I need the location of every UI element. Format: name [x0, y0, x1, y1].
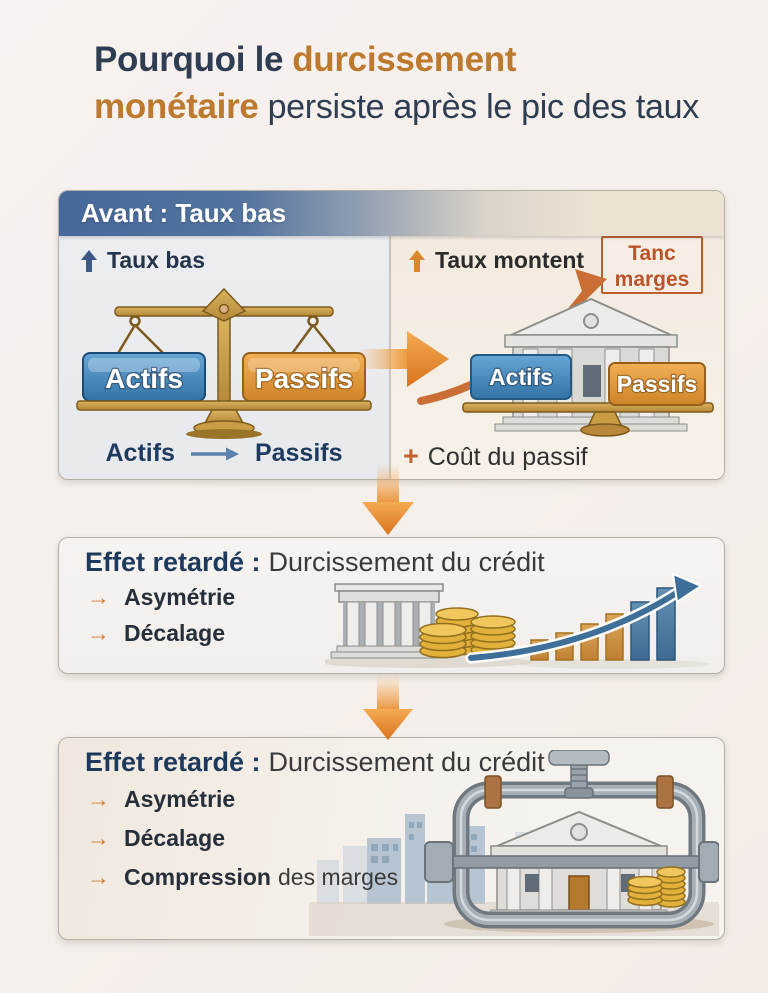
bullet-item: → Décalage — [87, 825, 398, 852]
bullet-label-rest: des marges — [277, 864, 399, 890]
clamp-pad — [424, 841, 454, 883]
growth-arrow-icon — [465, 572, 704, 664]
bullet-label: Asymétrie — [124, 786, 236, 812]
clamp-strap — [656, 775, 674, 809]
clamp-screw — [548, 750, 610, 799]
bullet-list: → Asymétrie → Décalage — [87, 584, 235, 656]
bullet-arrow-icon: → — [87, 584, 110, 610]
taux-montent-label: Taux montent — [435, 247, 585, 273]
flow-arrow-down-icon — [362, 464, 414, 535]
panel-avant: Taux bas Actifs Passifs — [58, 190, 725, 480]
bullet-item: → Asymétrie — [87, 584, 235, 611]
cout-passif-caption: + Coût du passif — [403, 441, 588, 472]
bank-clamp-illustration — [309, 750, 719, 936]
right-arrow-icon — [190, 447, 239, 460]
panel-avant-header: Avant : Taux bas — [59, 191, 724, 236]
clamp-strap — [484, 775, 502, 809]
bullet-label: Décalage — [124, 620, 226, 646]
plus-sign: + — [403, 441, 419, 471]
bank-scale-illustration: Actifs Passifs — [417, 269, 714, 437]
callout-line-1: Tanc — [628, 242, 676, 265]
actifs-box-label: Actifs — [105, 363, 183, 394]
coin-stacks — [627, 866, 686, 908]
bullet-arrow-icon: → — [87, 825, 110, 851]
panel-title-rest: Durcissement du crédit — [268, 747, 545, 777]
clamp-bar — [436, 855, 719, 869]
caption-passifs: Passifs — [254, 439, 343, 467]
bullet-arrow-icon: → — [87, 620, 110, 646]
caption-actifs: Actifs — [105, 439, 175, 467]
bullet-item: → Asymétrie — [87, 786, 398, 813]
actifs-passifs-caption: Actifs Passifs — [59, 439, 389, 468]
panel-title-bold: Effet retardé : — [85, 547, 261, 577]
panel-title: Effet retardé :Durcissement du crédit — [85, 547, 545, 578]
panel-title: Effet retardé :Durcissement du crédit — [85, 747, 545, 778]
taux-bas-row: Taux bas — [81, 247, 205, 274]
bank-building — [330, 583, 448, 659]
flow-arrow-right-icon — [357, 331, 449, 387]
bullet-item: → Décalage — [87, 620, 235, 647]
coin-stacks — [419, 607, 516, 659]
flow-arrow-down-icon — [363, 675, 413, 740]
arrow-up-icon — [81, 249, 97, 272]
bullet-arrow-icon: → — [87, 786, 110, 812]
balance-scale-illustration: Actifs Passifs — [76, 287, 372, 439]
clamp-pad — [698, 841, 719, 883]
actifs-box — [470, 354, 572, 400]
bank-coins-chart-illustration — [325, 572, 710, 669]
actifs-box-label: Actifs — [489, 364, 553, 390]
bullet-arrow-icon: → — [87, 864, 110, 890]
marges-callout: Tanc marges — [601, 236, 703, 294]
panel-avant-header-label: Avant : Taux bas — [81, 198, 287, 228]
title-accent-1: durcissement — [292, 40, 517, 79]
cout-passif-label: Coût du passif — [427, 443, 588, 471]
title-dark-2: persiste après le pic des taux — [267, 88, 700, 126]
avant-left-column: Taux bas Actifs Passifs — [59, 191, 389, 479]
bullet-label: Décalage — [124, 825, 226, 851]
panel-effet-credit-2: Effet retardé :Durcissement du crédit → A… — [58, 737, 725, 940]
taux-montent-row: Taux montent — [409, 247, 584, 274]
bullet-label: Compression — [124, 864, 271, 890]
title-dark-1: Pourquoi le — [94, 40, 284, 79]
title-accent-2: monétaire — [94, 87, 259, 126]
panel-effet-credit-1: Effet retardé :Durcissement du crédit → A… — [58, 537, 725, 674]
passifs-box — [608, 362, 706, 406]
arrow-up-icon — [409, 249, 425, 272]
bullet-label: Asymétrie — [124, 584, 236, 610]
callout-line-2: marges — [614, 268, 690, 291]
panel-title-rest: Durcissement du crédit — [268, 547, 545, 577]
avant-right-column: Taux montent Tanc marges — [389, 191, 724, 479]
passifs-box-label: Passifs — [255, 363, 353, 394]
taux-bas-label: Taux bas — [107, 247, 205, 273]
panel-title-bold: Effet retardé : — [85, 747, 261, 777]
passifs-box-label: Passifs — [617, 371, 698, 397]
